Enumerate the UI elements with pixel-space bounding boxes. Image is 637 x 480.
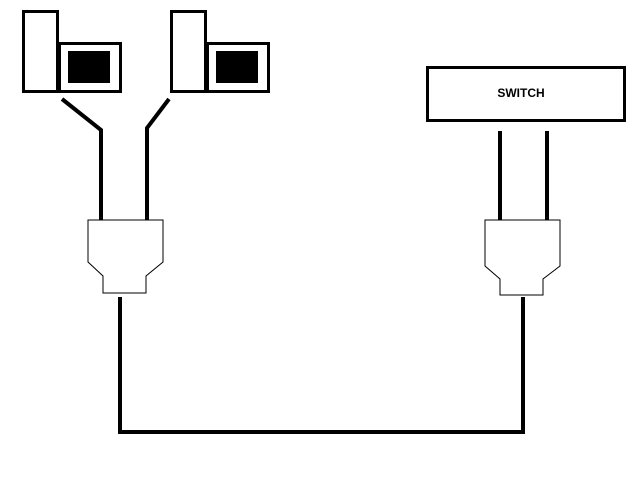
phone-2-screen — [216, 51, 258, 83]
phone-1-handset — [22, 10, 59, 93]
phone-1-cable — [60, 97, 103, 220]
switch-box: SWITCH — [426, 66, 626, 122]
right-splitter — [484, 219, 561, 296]
phone-2 — [170, 10, 270, 93]
switch-rect — [426, 66, 626, 122]
switch-label: SWITCH — [497, 86, 544, 100]
phone-2-cable — [145, 97, 171, 220]
phone-2-handset — [170, 10, 207, 93]
trunk-cable — [118, 297, 525, 434]
phone-1 — [22, 10, 122, 93]
phone-1-screen — [68, 51, 110, 83]
left-splitter — [87, 219, 164, 294]
